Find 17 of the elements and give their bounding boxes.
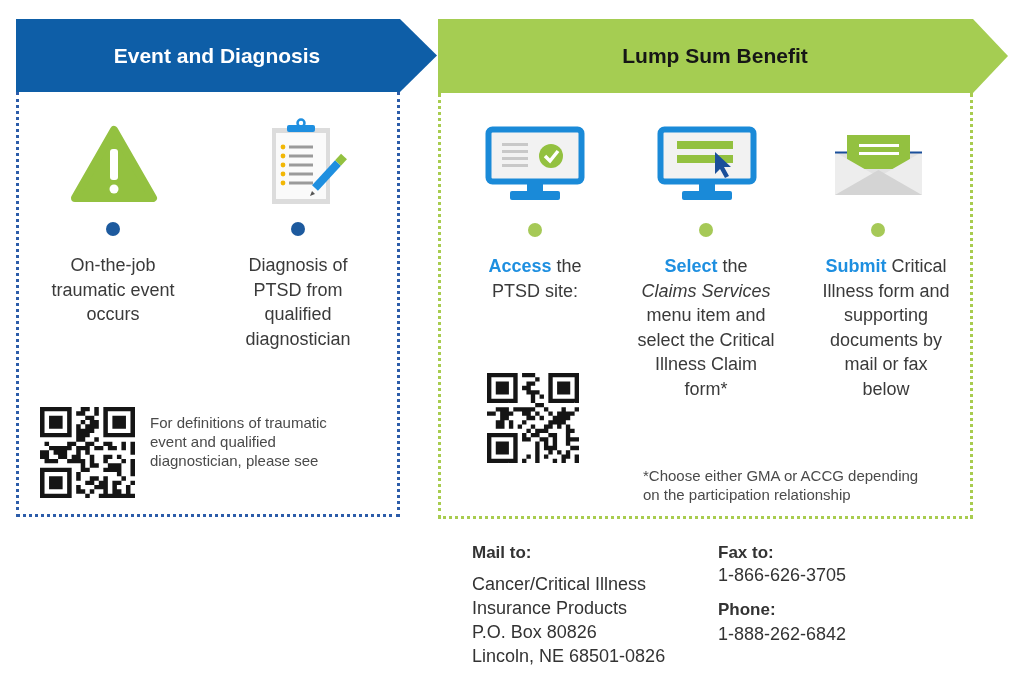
phone-number: 1-888-262-6842 [718,623,847,646]
phone-number: 1-866-626-3705 [718,564,847,587]
step-text: On-the-job traumatic event occurs [50,254,176,326]
step-text: Access the PTSD site: [487,255,583,303]
contact-heading: Mail to: [472,542,532,564]
panel-heading: Event and Diagnosis [113,42,321,69]
note-text: *Choose either GMA or ACCG depending on the participation relationship [643,466,920,504]
step-text: Select the Claims Services menu item and select the Critical Illness Claim form* [636,255,776,401]
panel-heading: Lump Sum Benefit [622,43,808,69]
step-text: Submit Critical Illness form and supporting documents by mail or fax below [821,255,951,401]
step-text: Diagnosis of PTSD from qualified diagnostician [244,254,352,351]
contact-heading: Phone: [718,599,776,621]
address-line: Lincoln, NE 68501-0826 [472,645,666,668]
address-line: Cancer/Critical Illness Insurance Products [472,573,648,620]
note-text: For definitions of traumatic event and qualified diagnostician, please see [150,413,328,470]
address-line: P.O. Box 80826 [472,621,597,644]
contact-heading: Fax to: [718,542,774,564]
